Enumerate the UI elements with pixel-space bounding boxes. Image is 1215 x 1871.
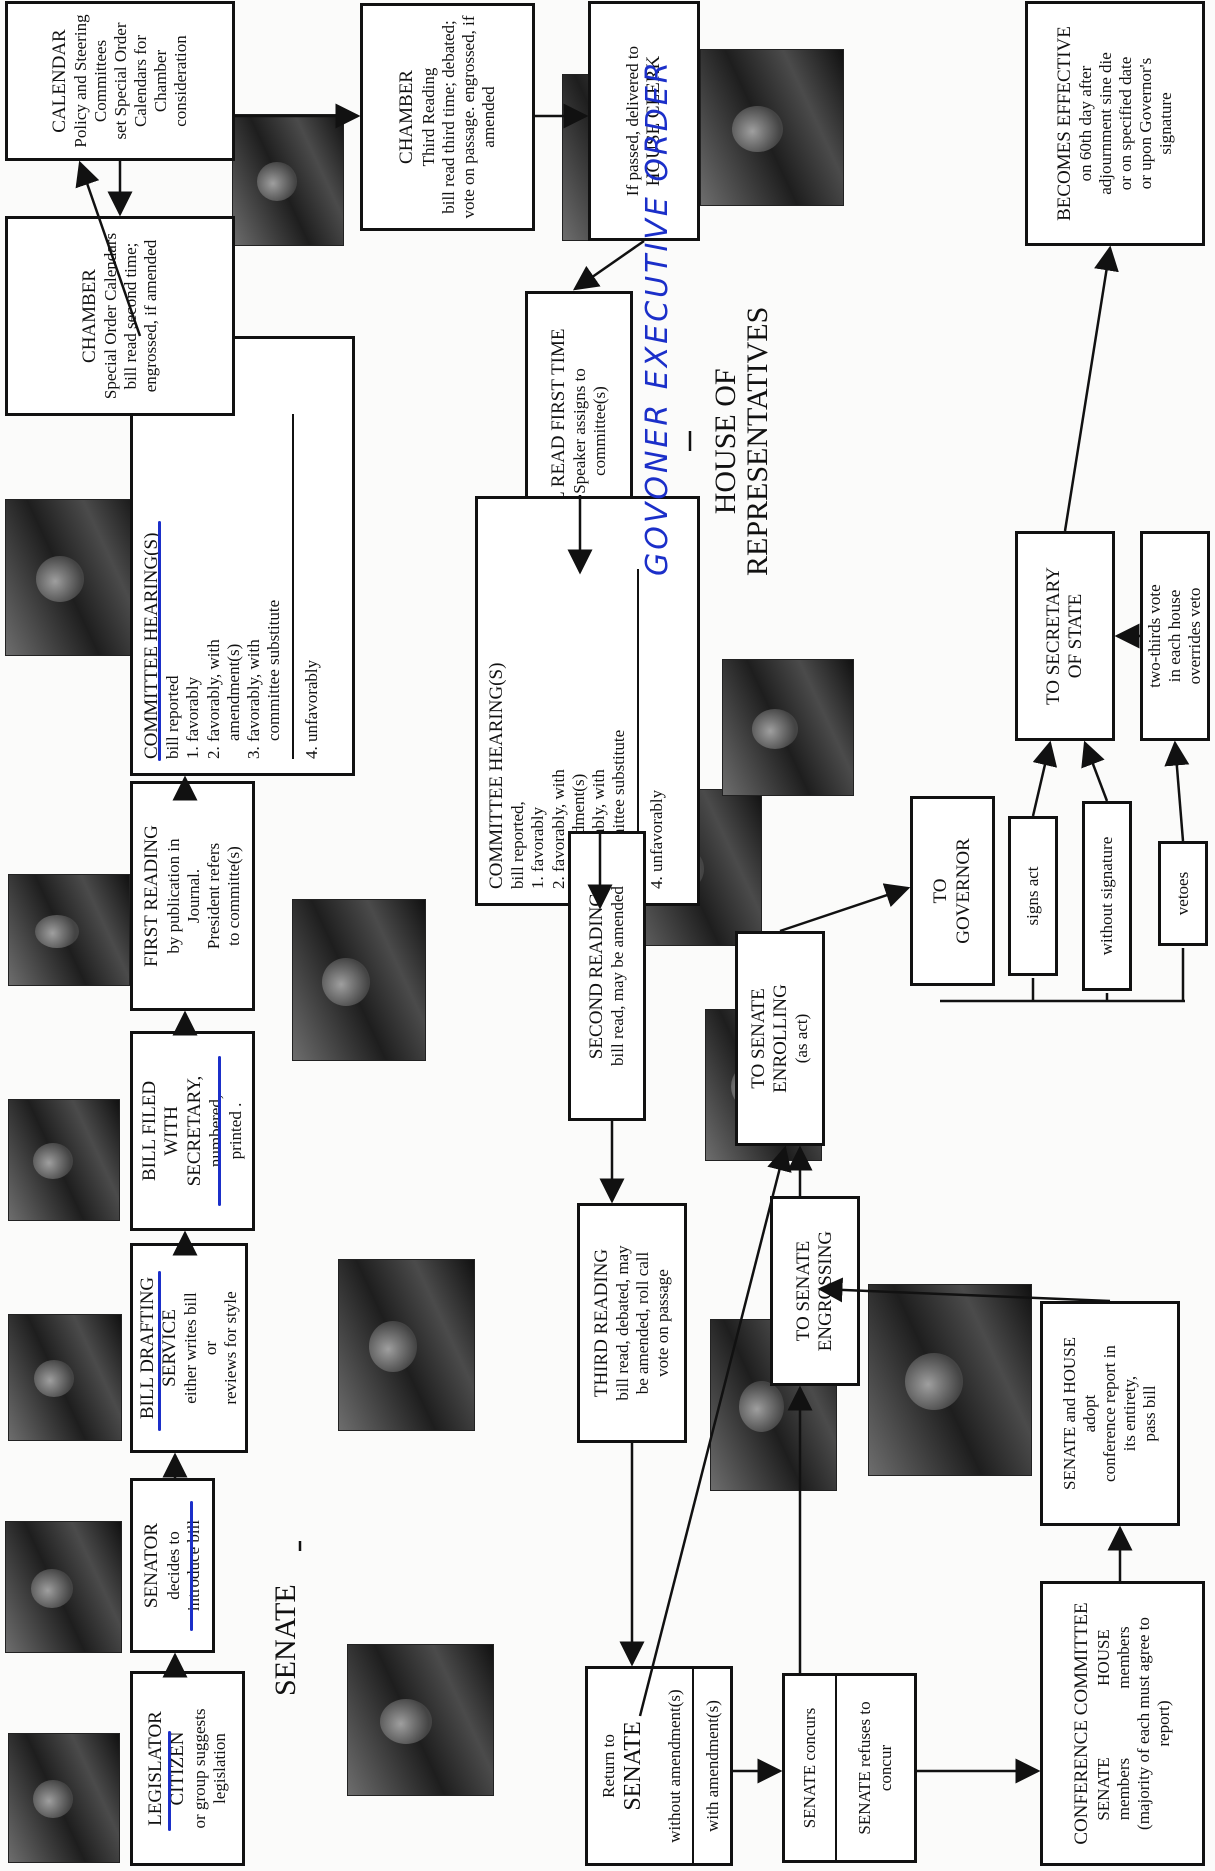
- arrow-secretary-effective: [1063, 245, 1119, 532]
- arrow-clerk-house-first: [572, 239, 645, 291]
- arrow-without-enrolling: [638, 1145, 792, 1717]
- arrow-hearing-calendar: [75, 160, 142, 337]
- arrow-vetoes-override: [1164, 740, 1190, 842]
- arrow-signs-secretary: [1031, 740, 1058, 817]
- arrow-enrolling-governor: [779, 883, 911, 933]
- arrow-without-secretary: [1081, 740, 1109, 802]
- arrow-adopt-engrossing: [817, 1277, 1111, 1303]
